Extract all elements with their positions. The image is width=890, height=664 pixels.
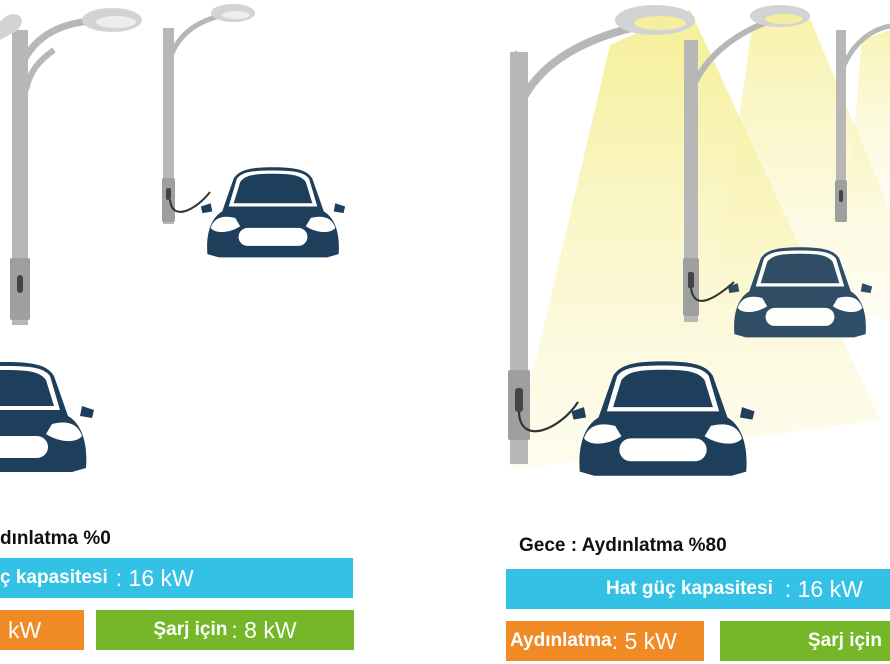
lighting-bar-left: kW xyxy=(0,610,84,650)
street-pole-icon xyxy=(162,4,255,224)
charging-label: Şarj için xyxy=(153,619,228,640)
lighting-label: Aydınlatma xyxy=(510,630,612,651)
charging-bar-right: Şarj için xyxy=(720,621,890,661)
right-scene xyxy=(508,5,890,476)
street-pole-icon xyxy=(683,5,810,322)
lighting-value: kW xyxy=(8,616,42,643)
line-capacity-bar-right: Hat güç kapasitesi : 16 kW xyxy=(506,569,890,609)
charging-bar-left: Şarj için : 8 kW xyxy=(96,610,354,650)
line-capacity-label: ç kapasitesi xyxy=(0,567,108,588)
line-capacity-value: : 16 kW xyxy=(784,575,863,602)
street-pole-icon xyxy=(835,23,890,222)
line-capacity-bar-left: ç kapasitesi : 16 kW xyxy=(0,558,353,598)
charging-label: Şarj için xyxy=(808,630,882,651)
line-capacity-value: : 16 kW xyxy=(115,564,194,591)
car-icon xyxy=(0,362,94,472)
street-pole-icon xyxy=(0,8,142,325)
lighting-value: : 5 kW xyxy=(611,627,677,654)
car-icon xyxy=(200,167,346,258)
left-scene xyxy=(0,4,346,472)
lighting-caption-left: dınlatma %0 xyxy=(0,528,111,549)
lighting-caption-right: Gece : Aydınlatma %80 xyxy=(519,535,727,556)
charging-value: : 8 kW xyxy=(231,616,297,643)
street-pole-icon xyxy=(508,5,695,464)
line-capacity-label: Hat güç kapasitesi xyxy=(606,578,773,599)
lighting-bar-right: Aydınlatma : 5 kW xyxy=(506,621,704,661)
